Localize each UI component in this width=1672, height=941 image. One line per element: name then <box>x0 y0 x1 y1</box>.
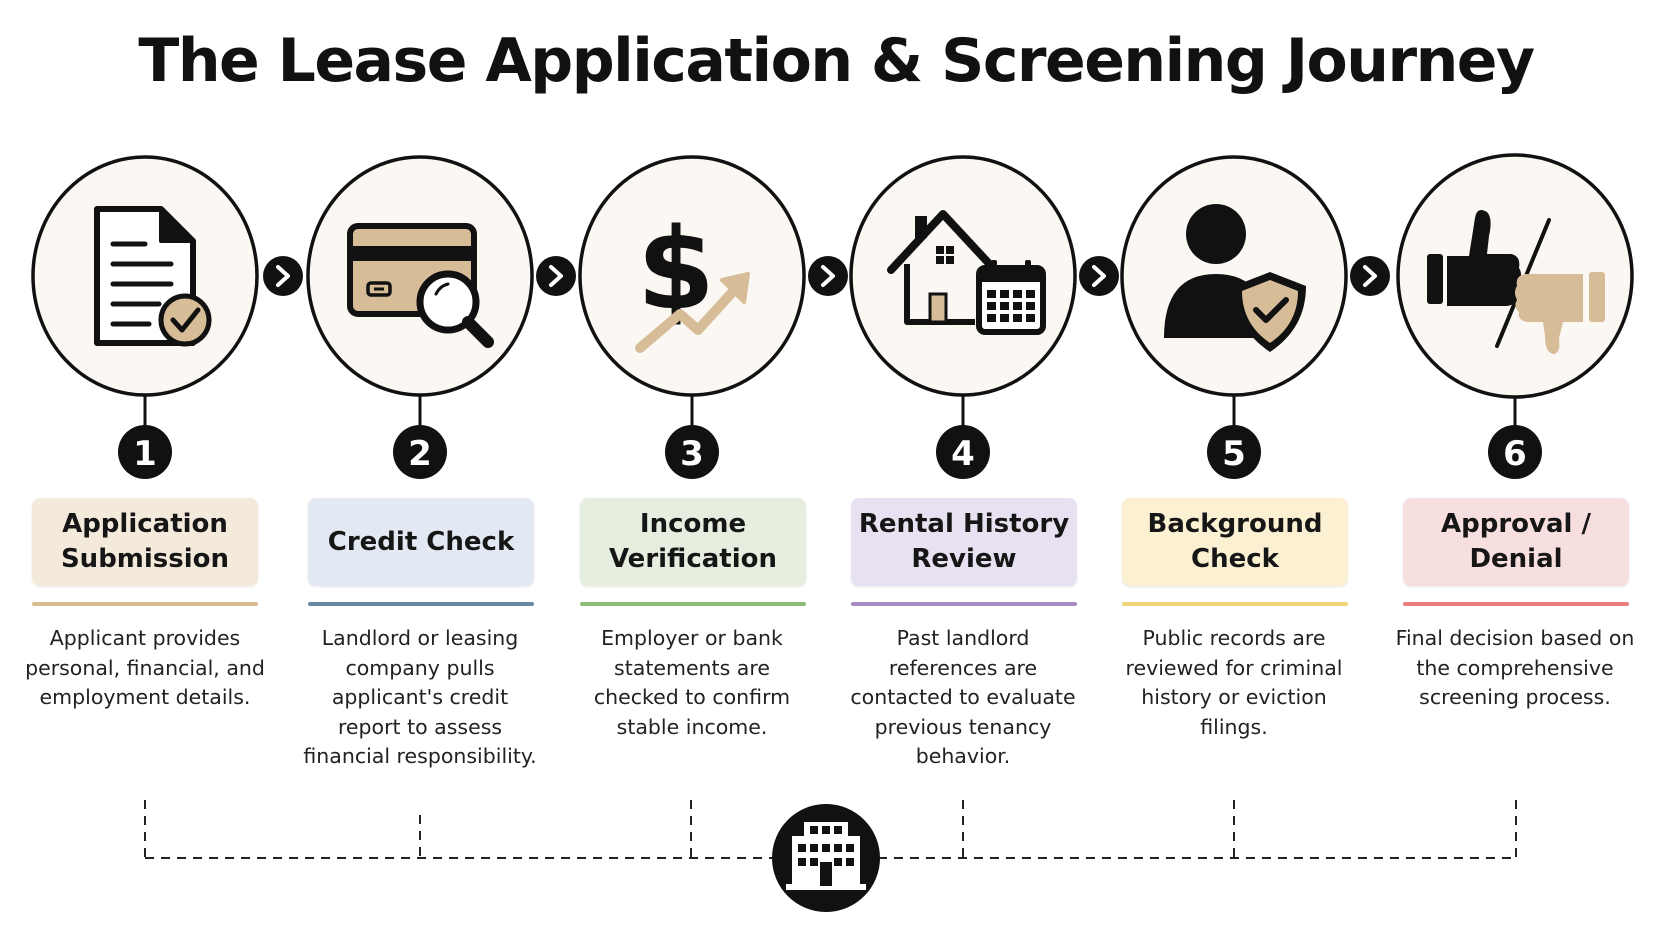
credit-card-magnifier-icon <box>347 223 494 348</box>
step-title-4: Rental History Review <box>858 509 1070 574</box>
chevron-connectors <box>263 256 1390 296</box>
step-card-4: Rental History Review <box>851 498 1077 586</box>
step-underline-1 <box>32 602 258 606</box>
step-underline-3 <box>580 602 806 606</box>
thumbs-up-down-icon <box>1427 210 1605 354</box>
office-building-icon <box>786 822 866 890</box>
step-card-3: Income Verification <box>580 498 806 586</box>
step-number-badge-3 <box>665 425 719 479</box>
step-title-2: Credit Check <box>327 526 515 557</box>
step-number-2: 2 <box>408 434 432 474</box>
step-circle-3 <box>578 155 806 397</box>
chevron-connector-3 <box>808 256 848 296</box>
step-number-3: 3 <box>680 434 704 474</box>
step-card-2: Credit Check <box>308 498 534 586</box>
document-check-icon <box>94 206 212 347</box>
step-number-badge-2 <box>393 425 447 479</box>
step-number-1: 1 <box>133 434 157 474</box>
step-number-badge-6 <box>1488 425 1542 479</box>
step-underline-6 <box>1403 602 1629 606</box>
hub <box>772 804 880 912</box>
stems <box>143 395 1517 428</box>
step-card-5: Background Check <box>1122 498 1348 586</box>
step-card-1: Application Submission <box>32 498 258 586</box>
step-underline-4 <box>851 602 1077 606</box>
chevron-connector-4 <box>1079 256 1119 296</box>
step-title-5: Background Check <box>1147 509 1323 574</box>
dollar-growth-icon: $ <box>635 205 750 353</box>
step-description-2: Landlord or leasing company pulls applic… <box>303 626 537 768</box>
step-card-6: Approval / Denial <box>1403 498 1629 586</box>
step-circle-5 <box>1120 155 1348 397</box>
step-description-4: Past landlord references are contacted t… <box>850 626 1076 768</box>
step-number-badge-1 <box>118 425 172 479</box>
step-circle-4 <box>849 155 1077 397</box>
step-description-5: Public records are reviewed for criminal… <box>1125 626 1343 739</box>
step-underline-2 <box>308 602 534 606</box>
step-number-badge-4 <box>936 425 990 479</box>
person-shield-icon <box>1164 204 1306 352</box>
step-description-6: Final decision based on the comprehensiv… <box>1395 626 1635 709</box>
step-number-labels: 1 2 3 4 5 6 <box>133 434 1527 474</box>
step-number-5: 5 <box>1222 434 1246 474</box>
page-title: The Lease Application & Screening Journe… <box>138 26 1535 96</box>
step-description-1: Applicant provides personal, financial, … <box>25 626 265 709</box>
house-calendar-icon <box>887 210 1046 335</box>
step-title-1: Application Submission <box>60 509 230 574</box>
step-number-6: 6 <box>1503 434 1527 474</box>
chevron-connector-5 <box>1350 256 1390 296</box>
chevron-connector-2 <box>536 256 576 296</box>
step-title-6: Approval / Denial <box>1441 509 1591 574</box>
step-underline-5 <box>1122 602 1348 606</box>
step-title-3: Income Verification <box>608 509 777 574</box>
chevron-connector-1 <box>263 256 303 296</box>
step-number-badge-5 <box>1207 425 1261 479</box>
dashed-connectors <box>144 800 1517 859</box>
step-number-4: 4 <box>951 434 975 474</box>
step-number-badges <box>118 425 1542 479</box>
step-description-3: Employer or bank statements are checked … <box>593 626 791 739</box>
